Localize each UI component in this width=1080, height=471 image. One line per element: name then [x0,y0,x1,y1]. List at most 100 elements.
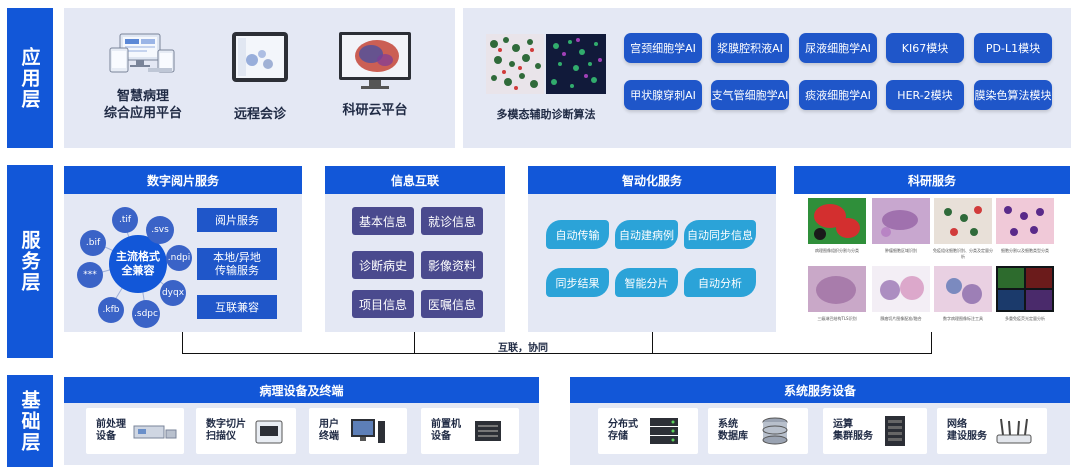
imaging-data-button[interactable]: 影像资料 [421,251,483,279]
device-user-terminal[interactable]: 用户 终端 [309,408,407,454]
automation-header: 智动化服务 [528,166,776,194]
cluster-server-icon [885,416,905,446]
platform-name: 科研云平台 [342,103,408,118]
ai-module-urine[interactable]: 尿液细胞学AI [799,33,877,63]
auto-create-case-button[interactable]: 自动建病例 [615,220,678,249]
monitor-icon [339,32,411,89]
research-thumb-annotation [934,266,992,312]
system-label: 系统 数据库 [718,419,748,442]
transfer-service-button[interactable]: 本地/异地 传输服务 [197,248,277,280]
desktop-terminal-icon [351,419,385,443]
format-tif: .tif [112,207,138,233]
platform-name: 远程会诊 [233,107,286,122]
format-other: *** [77,262,103,288]
database-icon [762,417,788,445]
ai-module-ki67[interactable]: KI67模块 [886,33,964,63]
visit-info-button[interactable]: 就诊信息 [421,207,483,235]
interconnect-compat-button[interactable]: 互联兼容 [197,295,277,319]
layer-label-service: 服务层 [7,165,53,358]
system-label: 分布式 存储 [608,419,638,442]
device-label: 前处理 设备 [96,419,126,442]
layer-label-app: 应用层 [7,8,53,148]
multi-device-icon [109,33,175,73]
front-server-icon [475,421,501,441]
medical-order-button[interactable]: 医嘱信息 [421,290,483,318]
multimodal-algorithm-label: 多模态辅助诊断算法 [496,108,596,121]
research-caption: 腺癌切片图像配准/融合 [880,316,922,321]
research-caption: 免疫组化细胞识别、分类及定量分析 [933,248,993,259]
device-label: 数字切片 扫描仪 [206,419,246,442]
format-sdpc: .sdpc [132,300,160,328]
ai-module-bronchial[interactable]: 支气管细胞学AI [711,80,789,110]
connector-drop-1 [182,332,183,353]
storage-rack-icon [650,418,678,444]
ai-module-cervical[interactable]: 宫颈细胞学AI [624,33,702,63]
platform-remote-consultation[interactable]: 远程会诊 [205,30,315,123]
connector-drop-4 [931,332,932,353]
digital-reading-header: 数字阅片服务 [64,166,302,194]
basic-info-button[interactable]: 基本信息 [352,207,414,235]
ai-module-serous-effusion[interactable]: 浆膜腔积液AI [711,33,789,63]
ai-module-thyroid[interactable]: 甲状腺穿刺AI [624,80,702,110]
connector-label: 互联，协同 [498,343,548,354]
connector-drop-3 [652,332,653,353]
ai-module-her2[interactable]: HER-2模块 [886,80,964,110]
system-compute-cluster[interactable]: 运算 集群服务 [823,408,927,454]
platform-research-cloud[interactable]: 科研云平台 [320,30,430,119]
device-preprocessing[interactable]: 前处理 设备 [86,408,184,454]
automation-panel [528,194,776,332]
preprocessing-machine-icon [133,425,177,439]
multimodal-sample-image [486,34,606,94]
auto-analysis-button[interactable]: 自动分析 [684,268,756,297]
diagnosis-history-button[interactable]: 诊断病史 [352,251,414,279]
system-database[interactable]: 系统 数据库 [708,408,808,454]
ai-module-membrane-stain[interactable]: 膜染色算法模块 [974,80,1052,110]
connector-drop-2 [414,332,415,353]
sync-result-button[interactable]: 同步结果 [546,268,609,297]
research-caption: 三级淋巴结构TLS识别 [817,316,857,321]
reading-service-button[interactable]: 阅片服务 [197,208,277,232]
research-header: 科研服务 [794,166,1070,194]
layer-label-base: 基础层 [7,375,53,467]
platform-smart-pathology[interactable]: 智慧病理 综合应用平台 [88,30,198,122]
ai-module-pdl1[interactable]: PD-L1模块 [974,33,1052,63]
research-caption: 病理图像组织分割与分类 [815,248,859,253]
tablet-icon [232,32,288,82]
research-thumb-ihc [934,198,992,244]
research-thumb-segmentation [808,198,866,244]
research-caption: 肿瘤细胞区域识别 [885,248,917,253]
device-label: 用户 终端 [319,419,339,442]
pathology-devices-header: 病理设备及终端 [64,377,539,403]
auto-transfer-button[interactable]: 自动传输 [546,220,609,249]
system-label: 运算 集群服务 [833,419,873,442]
format-hub-center: 主流格式 全兼容 [109,235,167,293]
format-kfb: .kfb [98,297,124,323]
scanner-icon [255,420,283,444]
project-info-button[interactable]: 项目信息 [352,290,414,318]
research-thumb-registration [872,266,930,312]
research-thumb-tls [808,266,866,312]
format-dyqx: dyqx [160,280,186,306]
ai-module-sputum[interactable]: 痰液细胞学AI [799,80,877,110]
router-icon [996,418,1032,444]
research-caption: 数字病理图像标注工具 [943,316,983,321]
system-devices-header: 系统服务设备 [570,377,1070,403]
system-label: 网络 建设服务 [947,419,987,442]
platform-name: 智慧病理 综合应用平台 [103,89,182,121]
research-thumb-tumor [872,198,930,244]
research-caption: 多重免疫荧光定量分析 [1005,316,1045,321]
research-caption: 细胞分割以及细胞类型分类 [1001,248,1049,253]
smart-slicing-button[interactable]: 智能分片 [615,268,678,297]
format-ndpi: .ndpi [166,245,192,271]
format-bif: .bif [80,230,106,256]
info-interconnect-header: 信息互联 [325,166,505,194]
device-front-server[interactable]: 前置机 设备 [421,408,519,454]
research-thumb-cell-classify [996,198,1054,244]
system-network-service[interactable]: 网络 建设服务 [937,408,1047,454]
connector-horizontal [182,353,932,354]
research-thumb-multiplex [996,266,1054,312]
device-label: 前置机 设备 [431,419,461,442]
device-slide-scanner[interactable]: 数字切片 扫描仪 [196,408,296,454]
auto-sync-info-button[interactable]: 自动同步信息 [684,220,756,249]
system-distributed-storage[interactable]: 分布式 存储 [598,408,698,454]
